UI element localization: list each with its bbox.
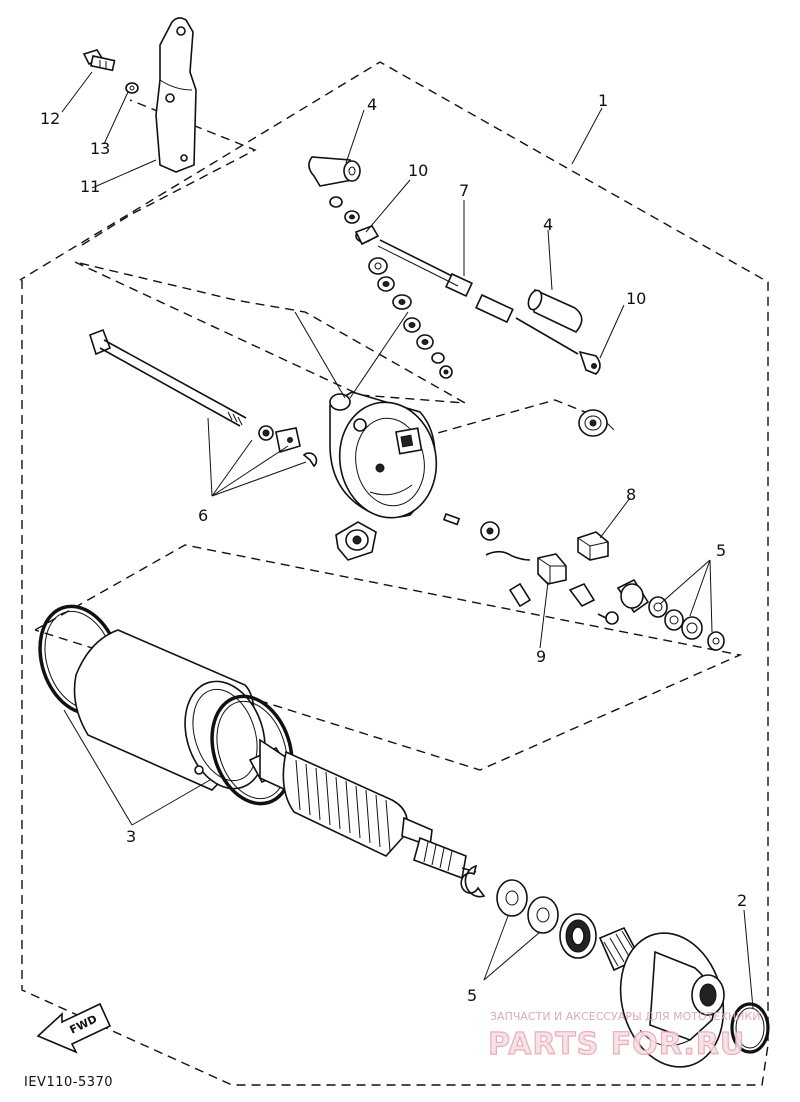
- callout-5-lower: 5: [467, 986, 477, 1005]
- watermark: ЗАПЧАСТИ И АКСЕССУАРЫ ДЛЯ МОТОТЕХНИКИ PA…: [487, 1010, 760, 1063]
- fwd-arrow-icon: FWD: [36, 1002, 112, 1054]
- small-pin: [442, 512, 461, 526]
- terminal-lug-part-10-lower: [578, 350, 601, 375]
- bolt-washers-part-6: [258, 425, 318, 468]
- front-cover: [619, 932, 725, 1068]
- shim-washers-part-5-lower: [496, 879, 559, 934]
- terminal-bolt-part-7: [377, 239, 579, 355]
- brush-lead-part-9: [480, 521, 596, 608]
- watermark-brand: PARTS FOR.RU: [488, 1027, 745, 1062]
- callout-10-upper: 10: [408, 161, 428, 180]
- rear-cover: [329, 391, 438, 519]
- callout-4-lower: 4: [543, 215, 553, 234]
- watermark-caption: ЗАПЧАСТИ И АКСЕССУАРЫ ДЛЯ МОТОТЕХНИКИ: [490, 1010, 760, 1023]
- callout-12: 12: [40, 109, 60, 128]
- insulator-part-4-upper: [308, 156, 361, 187]
- yoke-housing: [73, 629, 266, 791]
- insulator-part-4-lower: [527, 288, 583, 333]
- callout-7: 7: [459, 181, 469, 200]
- washer-part-13: [125, 82, 139, 94]
- o-ring-part-2: [730, 1002, 770, 1054]
- callout-9: 9: [536, 647, 546, 666]
- front-bearing: [559, 913, 597, 959]
- callout-10-lower: 10: [626, 289, 646, 308]
- leader-lines: [61, 71, 754, 1009]
- brush-holder-outline: [74, 261, 466, 404]
- bracket-part-11: [155, 17, 197, 173]
- callout-13: 13: [90, 139, 110, 158]
- through-bolt-part-6: [89, 328, 247, 427]
- shim-washers-part-5-upper: [616, 578, 725, 651]
- callout-1: 1: [598, 91, 608, 110]
- callout-6: 6: [198, 506, 208, 525]
- circlip: [460, 864, 486, 898]
- armature: [248, 738, 477, 880]
- bolt-part-12: [82, 49, 116, 72]
- callout-5-upper: 5: [716, 541, 726, 560]
- terminal-washer-stack: [329, 196, 453, 379]
- end-cover-group-outline: [34, 544, 743, 771]
- brush-screw: [597, 611, 619, 625]
- callout-3: 3: [126, 827, 136, 846]
- terminal-nut-part-10-upper: [354, 225, 380, 246]
- callout-4-upper: 4: [367, 95, 377, 114]
- bushing-end-cap: [335, 521, 377, 561]
- o-ring-part-3-right: [210, 694, 294, 806]
- callout-11: 11: [80, 177, 100, 196]
- brush-part-8: [577, 531, 609, 561]
- diagram-code: IEV110-5370: [24, 1075, 113, 1090]
- assembly-outline: [19, 61, 769, 1086]
- callout-8: 8: [626, 485, 636, 504]
- rear-bearing: [578, 409, 615, 437]
- callout-2: 2: [737, 891, 747, 910]
- callout-labels: 1 2 3 4 4 5 5 6 7 8 9 10 10 11 12 13: [40, 91, 747, 1005]
